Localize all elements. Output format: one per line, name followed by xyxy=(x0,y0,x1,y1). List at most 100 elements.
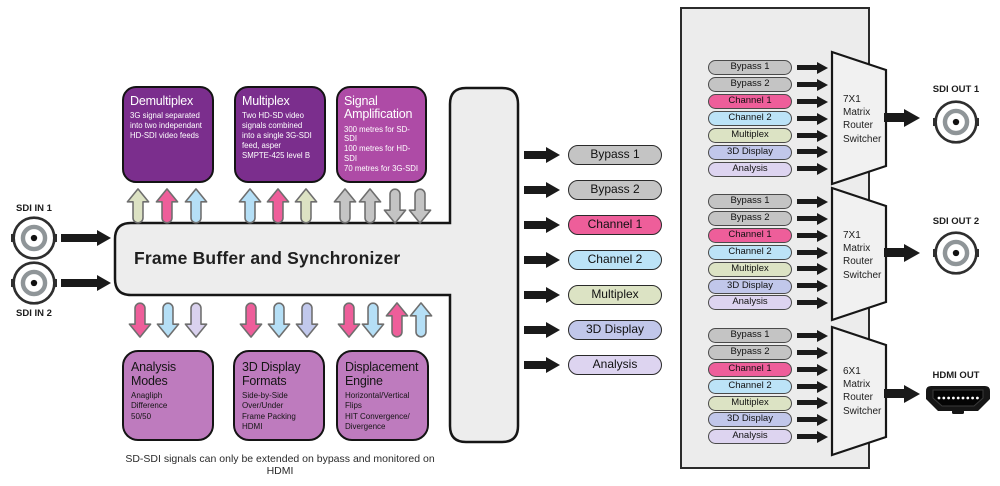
matrix-router-2-label: 7X1 Matrix Router Switcher xyxy=(843,230,882,281)
router-input-arrow xyxy=(797,417,817,422)
router-input-arrow xyxy=(797,384,817,389)
router-input-arrow xyxy=(797,166,817,171)
analysis-modes-body: Anagliph Difference 50/50 xyxy=(131,391,168,421)
router1-pill: Analysis xyxy=(708,162,792,177)
matrix-router-1-label: 7X1 Matrix Router Switcher xyxy=(843,94,882,145)
displacement-engine-body: Horizontal/Vertical Flips HIT Convergenc… xyxy=(345,391,410,432)
sdi-in-1-label: SDI IN 1 xyxy=(16,203,52,214)
multiplex-body: Two HD-SD video signals combined into a … xyxy=(242,111,312,160)
router2-pill: Bypass 1 xyxy=(708,194,792,209)
bnc-connector-icon xyxy=(933,231,979,275)
router1-pill: Channel 1 xyxy=(708,94,792,109)
router1-pill: Multiplex xyxy=(708,128,792,143)
flow-arrow-up xyxy=(333,188,357,224)
demultiplex-box: Demultiplex 3G signal separated into two… xyxy=(122,86,214,183)
sdi-out-1-label: SDI OUT 1 xyxy=(932,84,980,95)
router1-pill: Bypass 1 xyxy=(708,60,792,75)
displacement-engine-title: Displacement Engine xyxy=(345,360,419,388)
router3-pill: Bypass 1 xyxy=(708,328,792,343)
channel-pill: Channel 1 xyxy=(568,215,662,235)
router-input-arrow xyxy=(797,400,817,405)
router2-pill: Multiplex xyxy=(708,262,792,277)
router2-pill: 3D Display xyxy=(708,279,792,294)
router2-pill: Bypass 2 xyxy=(708,211,792,226)
channel-arrow xyxy=(524,361,546,369)
demultiplex-body: 3G signal separated into two independant… xyxy=(130,111,202,141)
channel-pill: Multiplex xyxy=(568,285,662,305)
3d-display-formats-body: Side-by-Side Over/Under Frame Packing HD… xyxy=(242,391,296,432)
flow-arrow-up xyxy=(155,188,179,224)
multiplex-title: Multiplex xyxy=(242,94,290,108)
hdmi-out-label: HDMI OUT xyxy=(932,370,980,381)
channel-pill: 3D Display xyxy=(568,320,662,340)
router2-pill: Channel 1 xyxy=(708,228,792,243)
router-input-arrow xyxy=(797,367,817,372)
flow-arrow-down xyxy=(156,302,180,338)
displacement-engine-box: Displacement Engine Horizontal/Vertical … xyxy=(336,350,429,441)
flow-arrow-down xyxy=(383,188,407,224)
flow-arrow-down xyxy=(267,302,291,338)
sdi-out-2-label: SDI OUT 2 xyxy=(932,216,980,227)
signal-amplification-title: Signal Amplification xyxy=(344,94,413,122)
flow-arrow-down xyxy=(361,302,385,338)
channel-arrow xyxy=(524,221,546,229)
channel-arrow xyxy=(524,291,546,299)
input-arrow xyxy=(61,279,97,287)
router-input-arrow xyxy=(797,199,817,204)
router1-pill: 3D Display xyxy=(708,145,792,160)
footnote: SD-SDI signals can only be extended on b… xyxy=(125,453,435,477)
flow-arrow-up xyxy=(358,188,382,224)
signal-amplification-body: 300 metres for SD-SDI 100 metres for HD-… xyxy=(344,124,419,174)
sdi-in-2-label: SDI IN 2 xyxy=(16,308,52,319)
router3-pill: 3D Display xyxy=(708,412,792,427)
bnc-connector-icon xyxy=(11,261,57,305)
router-input-arrow xyxy=(797,82,817,87)
flow-arrow-down xyxy=(337,302,361,338)
matrix-router-3 xyxy=(830,325,888,457)
router-input-arrow xyxy=(797,300,817,305)
router-input-arrow xyxy=(797,350,817,355)
analysis-modes-box: Analysis Modes Anagliph Difference 50/50 xyxy=(122,350,214,441)
channel-pill: Channel 2 xyxy=(568,250,662,270)
matrix-router-3-label: 6X1 Matrix Router Switcher xyxy=(843,366,882,417)
router3-pill: Channel 1 xyxy=(708,362,792,377)
analysis-modes-title: Analysis Modes xyxy=(131,360,176,388)
router2-pill: Analysis xyxy=(708,295,792,310)
flow-arrow-up xyxy=(184,188,208,224)
output-arrow xyxy=(884,389,904,398)
flow-arrow-up xyxy=(238,188,262,224)
router2-pill: Channel 2 xyxy=(708,245,792,260)
frame-buffer-title: Frame Buffer and Synchronizer xyxy=(134,248,401,268)
3d-display-formats-box: 3D Display Formats Side-by-Side Over/Und… xyxy=(233,350,325,441)
router-input-arrow xyxy=(797,283,817,288)
flow-arrow-up xyxy=(126,188,150,224)
router-input-arrow xyxy=(797,65,817,70)
output-arrow xyxy=(884,248,904,257)
channel-arrow xyxy=(524,326,546,334)
router-input-arrow xyxy=(797,266,817,271)
hdmi-connector-icon xyxy=(926,386,990,414)
router3-pill: Analysis xyxy=(708,429,792,444)
flow-arrow-down xyxy=(239,302,263,338)
channel-pill: Bypass 1 xyxy=(568,145,662,165)
flow-arrow-down xyxy=(184,302,208,338)
router3-pill: Bypass 2 xyxy=(708,345,792,360)
matrix-router-1 xyxy=(830,50,888,186)
flow-arrow-up xyxy=(266,188,290,224)
channel-arrow xyxy=(524,256,546,264)
router-input-arrow xyxy=(797,116,817,121)
router1-pill: Channel 2 xyxy=(708,111,792,126)
channel-arrow xyxy=(524,151,546,159)
3d-display-formats-title: 3D Display Formats xyxy=(242,360,301,388)
router-input-arrow xyxy=(797,250,817,255)
flow-arrow-down xyxy=(408,188,432,224)
matrix-router-2 xyxy=(830,186,888,322)
flow-arrow-down xyxy=(295,302,319,338)
flow-arrow-down xyxy=(128,302,152,338)
flow-arrow-up xyxy=(385,302,409,338)
channel-pill: Bypass 2 xyxy=(568,180,662,200)
bnc-connector-icon xyxy=(933,100,979,144)
input-arrow xyxy=(61,234,97,242)
output-arrow xyxy=(884,113,904,122)
